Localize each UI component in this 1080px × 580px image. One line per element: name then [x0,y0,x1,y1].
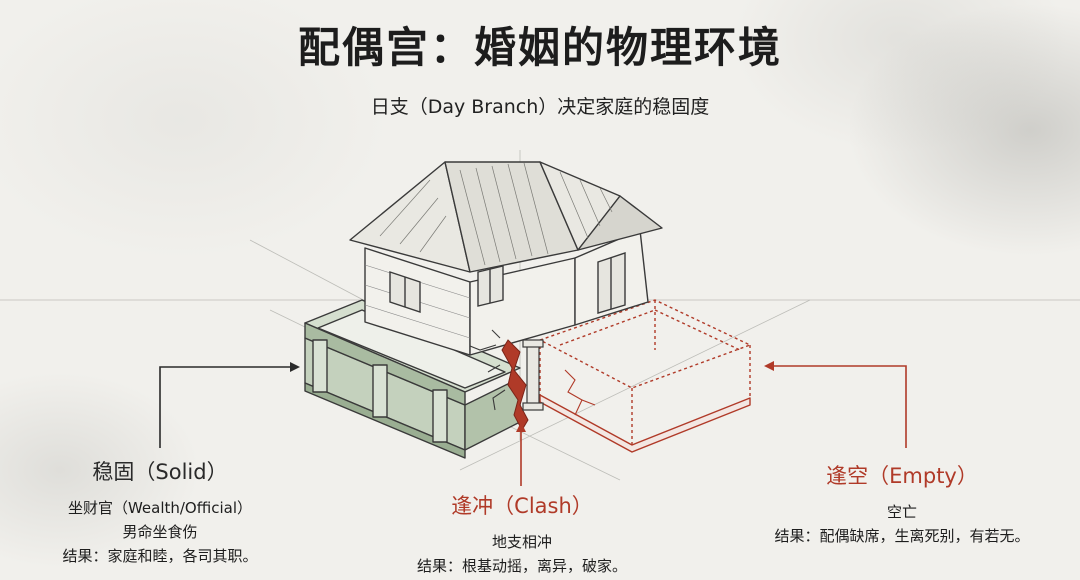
solid-arrow [159,362,300,448]
empty-heading: 逢空（Empty） [826,464,978,488]
empty-label: 逢空（Empty） 空亡 结果：配偶缺席，生离死别，有若无。 [732,460,1072,548]
clash-arrow [516,422,526,486]
page-title: 配偶宫：婚姻的物理环境 [297,23,782,72]
clash-label: 逢冲（Clash） 地支相冲 结果：根基动摇，离异，破家。 [372,490,672,578]
empty-line-2: 结果：配偶缺席，生离死别，有若无。 [774,527,1030,545]
solid-heading: 稳固（Solid） [92,460,228,484]
empty-arrow [764,361,907,448]
house-windows [389,265,504,313]
clash-crack [469,329,544,432]
empty-foundation-base [539,394,751,453]
clash-line-1: 地支相冲 [491,533,552,551]
page-subtitle: 日支（Day Branch）决定家庭的稳固度 [370,96,710,118]
house-door [597,252,626,314]
clash-heading: 逢冲（Clash） [451,494,593,518]
empty-foundation [538,299,752,445]
roof-shingles [379,162,613,266]
solid-line-2: 男命坐食伤 [122,523,198,541]
solid-foundation [304,299,521,459]
solid-line-1: 坐财官（Wealth/Official） [67,499,253,517]
solid-line-3: 结果：家庭和睦，各司其职。 [62,547,258,565]
solid-label: 稳固（Solid） 坐财官（Wealth/Official） 男命坐食伤 结果：… [40,456,280,568]
clash-line-2: 结果：根基动摇，离异，破家。 [416,557,627,575]
house-roof [349,161,663,273]
empty-line-1: 空亡 [886,503,917,521]
